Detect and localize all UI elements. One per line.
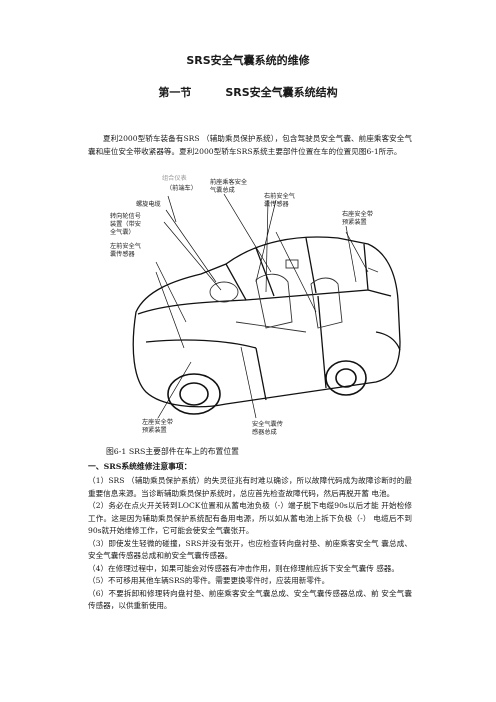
- list-item: （1）SRS （辅助乘员保护系统）的失灵征兆有时难以确诊，所以故障代码成为故障诊…: [88, 476, 412, 498]
- subsection-heading: 一、SRS系统维修注意事项：: [88, 462, 192, 471]
- label-steering-3: 全气囊）: [110, 228, 135, 236]
- section-number: 第一节: [158, 86, 192, 99]
- label-right-front-sensor-1: 右前安全气: [264, 192, 295, 200]
- list-item: （5）不可移用其他车辆SRS的零件。需要更换零件时，应装用新零件。: [88, 576, 330, 585]
- section-heading: 第一节 SRS安全气囊系统结构: [0, 84, 496, 100]
- section-title: SRS安全气囊系统结构: [225, 86, 338, 99]
- label-sensor-assembly-2: 感器总成: [252, 428, 277, 436]
- page-title: SRS安全气囊系统的维修: [186, 54, 310, 67]
- wheels: [167, 360, 367, 415]
- car-diagram: 组合仪表 （前端车） 螺旋电缆 转向轮信号 装置（带安 全气囊） 前座乘客安全 …: [110, 174, 401, 436]
- label-cut: （前端车）: [166, 184, 197, 192]
- label-left-front-sensor-1: 左前安全气: [110, 242, 141, 250]
- label-passenger-airbag-2: 气囊总成: [210, 186, 235, 194]
- precautions-list: （1）SRS （辅助乘员保护系统）的失灵征兆有时难以确诊，所以故障代码成为故障诊…: [88, 475, 412, 613]
- car-body-outline: [132, 236, 401, 408]
- list-item: （2）务必在点火开关转到LOCK位置和从蓄电池负极（-）端子脱下电缆90s以后才…: [88, 501, 412, 535]
- list-item: （3）即使发生轻微的碰撞，SRS并没有张开，也应检查转向盘衬垫、前座乘客安全气 …: [88, 538, 412, 561]
- leader-lines: [155, 193, 369, 419]
- list-item: （6）不要拆卸和修理转向盘衬垫、前座乘客安全气囊总成、安全气囊传感器总成、前 安…: [88, 588, 412, 611]
- label-combination-meter: 组合仪表: [162, 174, 187, 182]
- label-steering-2: 装置（带安: [110, 220, 141, 228]
- label-steering-1: 转向轮信号: [110, 212, 141, 220]
- label-spiral-cable: 螺旋电缆: [136, 200, 161, 208]
- label-right-front-sensor-2: 囊传感器: [264, 200, 290, 208]
- label-left-belt-2: 预紧装置: [142, 426, 167, 434]
- interior-detail: [209, 259, 379, 333]
- figure-caption: 图6-1 SRS主要部件在车上的布置位置: [106, 447, 239, 456]
- label-passenger-airbag-1: 前座乘客安全: [210, 178, 248, 186]
- list-item: （4）在修理过程中，如果可能会对传感器有冲击作用，则在修理前应拆下安全气囊传 感…: [88, 563, 399, 573]
- label-right-belt-2: 预紧装置: [342, 218, 367, 226]
- intro-paragraph: 夏利2000型轿车装备有SRS （辅助乘员保护系统），包含驾驶员安全气囊、前座乘…: [88, 134, 412, 156]
- label-left-belt-1: 左座安全带: [142, 418, 173, 426]
- label-left-front-sensor-2: 囊传感器: [110, 250, 136, 258]
- label-sensor-assembly-1: 安全气囊传: [252, 420, 283, 428]
- label-right-belt-1: 右座安全带: [342, 210, 373, 218]
